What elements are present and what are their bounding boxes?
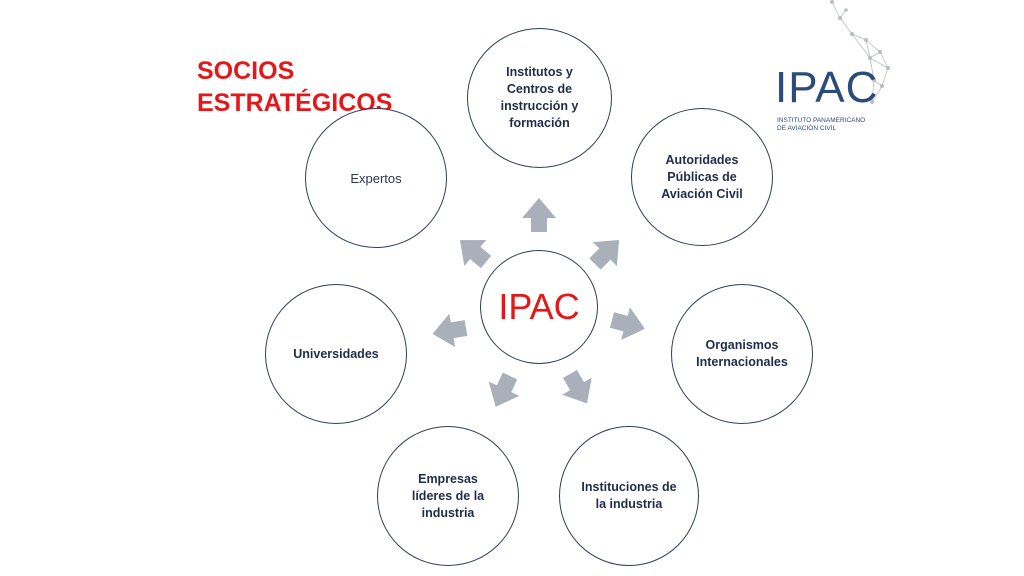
arrow-to-institutos: [522, 198, 556, 232]
arrow-to-instituciones: [555, 365, 602, 412]
node-organismos-label: Organismos Internacionales: [696, 338, 788, 369]
arrow-to-empresas: [480, 368, 526, 414]
node-autoridades: Autoridades Públicas de Aviación Civil: [631, 108, 773, 246]
ipac-logo-map-mark: [830, 0, 891, 105]
logo-sub-line-2: DE AVIACIÓN CIVIL: [777, 125, 837, 132]
node-instituciones: Instituciones de la industria: [559, 426, 699, 566]
ipac-center-label: IPAC: [498, 286, 580, 327]
ipac-logo-wordmark: IPAC: [775, 63, 879, 112]
ipac-logo-subtitle: INSTITUTO PANAMERICANO DE AVIACIÓN CIVIL: [777, 117, 897, 133]
node-universidades-label: Universidades: [293, 346, 379, 361]
title-line-1: SOCIOS: [197, 57, 295, 85]
node-instituciones-label: Instituciones de la industria: [581, 480, 677, 511]
arrow-to-universidades: [429, 311, 469, 351]
arrow-to-expertos: [449, 227, 497, 276]
ipac-center-circle: IPAC: [480, 250, 598, 364]
node-empresas: Empresas líderes de la industria: [377, 426, 519, 566]
node-expertos-label: Expertos: [350, 170, 402, 186]
arrow-to-autoridades: [582, 227, 632, 277]
node-institutos: Institutos y Centros de instrucción y fo…: [467, 28, 612, 168]
node-empresas-label: Empresas líderes de la industria: [411, 471, 485, 520]
node-autoridades-label: Autoridades Públicas de Aviación Civil: [661, 152, 743, 201]
logo-sub-line-1: INSTITUTO PANAMERICANO: [777, 117, 866, 124]
node-institutos-label: Institutos y Centros de instrucción y fo…: [500, 65, 579, 130]
node-universidades: Universidades: [265, 284, 407, 424]
node-organismos: Organismos Internacionales: [671, 284, 813, 424]
node-expertos: Expertos: [305, 108, 447, 248]
arrow-to-organismos: [607, 303, 650, 346]
